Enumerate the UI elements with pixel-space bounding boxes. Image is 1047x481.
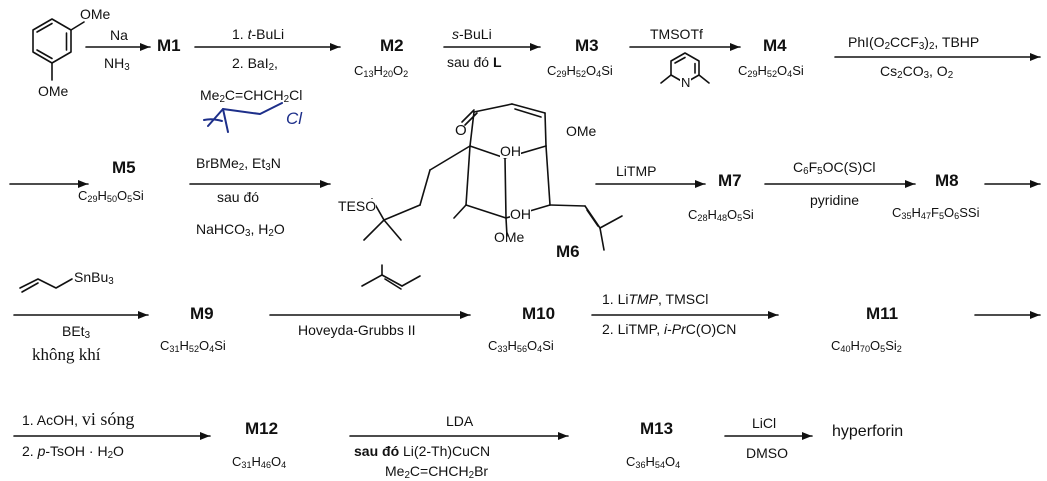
start-ome-bottom: OMe bbox=[38, 83, 69, 99]
step3-reagent-below: sau đó L bbox=[447, 54, 502, 70]
step2-line2: 2. BaI2, bbox=[232, 55, 278, 73]
m2-formula: C13H20O2 bbox=[354, 63, 409, 79]
m5-formula: C29H50O5Si bbox=[78, 188, 144, 204]
step9-note: không khí bbox=[32, 345, 101, 364]
m10-formula: C33H56O4Si bbox=[488, 338, 554, 354]
m7-formula: C28H48O5Si bbox=[688, 207, 754, 223]
m6-teso: TESO bbox=[338, 198, 377, 214]
allyl-group bbox=[19, 278, 73, 289]
handwritten-cl: Cl bbox=[286, 109, 303, 128]
compound-m7: M7 bbox=[718, 171, 742, 190]
step13-reagent-below-2: Me2C=CHCH2Br bbox=[385, 463, 489, 481]
compound-m4: M4 bbox=[763, 36, 787, 55]
compound-m1: M1 bbox=[157, 36, 181, 55]
step14-reagent-below: DMSO bbox=[746, 445, 788, 461]
compound-m2: M2 bbox=[380, 36, 404, 55]
compound-m10: M10 bbox=[522, 304, 556, 323]
m6-oh-top: OH bbox=[500, 143, 521, 159]
m6-oh-bottom: OH bbox=[510, 206, 531, 222]
lutidine-nitrogen: N bbox=[680, 75, 692, 90]
handwritten-prenyl-sketch bbox=[203, 102, 283, 133]
2-methyl-2-butene-structure bbox=[361, 264, 421, 290]
m6-ome-top: OMe bbox=[566, 123, 597, 139]
step8-reagent-above: C6F5OC(S)Cl bbox=[793, 159, 876, 177]
step12-line2: 2. p-TsOH · H2O bbox=[22, 443, 124, 461]
step2-line3: Me2C=CHCH2Cl bbox=[200, 87, 303, 105]
step12-line1: 1. AcOH, vi sóng bbox=[22, 409, 135, 429]
compound-m3: M3 bbox=[575, 36, 599, 55]
start-ome-top: OMe bbox=[80, 6, 111, 22]
compound-m13: M13 bbox=[640, 419, 674, 438]
step5-reagent-above: PhI(O2CCF3)2, TBHP bbox=[848, 34, 980, 52]
step6-line3: NaHCO3, H2O bbox=[196, 221, 285, 239]
m8-formula: C35H47F5O6SSi bbox=[892, 205, 980, 221]
step14-reagent-above: LiCl bbox=[752, 415, 777, 431]
compound-m9: M9 bbox=[190, 304, 214, 323]
step4-reagent-above: TMSOTf bbox=[650, 26, 703, 42]
dimethoxybenzene-structure bbox=[32, 18, 85, 81]
step1-reagent-above: Na bbox=[110, 27, 128, 43]
step9-reagent-below: BEt3 bbox=[62, 323, 91, 341]
step3-reagent-above: s-BuLi bbox=[452, 26, 492, 42]
step8-reagent-below: pyridine bbox=[810, 192, 860, 208]
step9-reagent: SnBu3 bbox=[74, 269, 114, 287]
compound-m6: M6 bbox=[556, 242, 580, 261]
step1-reagent-below: NH3 bbox=[104, 55, 130, 73]
step7-reagent-above: LiTMP bbox=[616, 163, 657, 179]
step13-reagent-above: LDA bbox=[446, 413, 474, 429]
m13-formula: C36H54O4 bbox=[626, 454, 681, 470]
m11-formula: C40H70O5Si2 bbox=[831, 338, 902, 354]
step11-line2: 2. LiTMP, i-PrC(O)CN bbox=[602, 321, 737, 337]
step6-line2: sau đó bbox=[217, 189, 260, 205]
m6-structure bbox=[363, 103, 623, 251]
step11-line1: 1. LiTMP, TMSCl bbox=[602, 291, 709, 307]
m6-ketone-o: O bbox=[455, 122, 467, 139]
m3-formula: C29H52O4Si bbox=[547, 63, 613, 79]
step10-catalyst: Hoveyda-Grubbs II bbox=[298, 322, 416, 338]
m6-ome-bottom: OMe bbox=[494, 229, 525, 245]
m12-formula: C31H46O4 bbox=[232, 454, 287, 470]
step6-line1: BrBMe2, Et3N bbox=[196, 155, 281, 173]
compound-m11: M11 bbox=[866, 304, 899, 323]
compound-m8: M8 bbox=[935, 171, 959, 190]
m9-formula: C31H52O4Si bbox=[160, 338, 226, 354]
step13-reagent-below-1: sau đó Li(2-Th)CuCN bbox=[354, 443, 491, 459]
lutidine-structure bbox=[660, 52, 710, 84]
m4-formula: C29H52O4Si bbox=[738, 63, 804, 79]
compound-m5: M5 bbox=[112, 158, 136, 177]
step2-line1: 1. t-BuLi bbox=[232, 26, 285, 42]
step5-reagent-below: Cs2CO3, O2 bbox=[880, 63, 954, 81]
product-hyperforin: hyperforin bbox=[832, 423, 904, 440]
compound-m12: M12 bbox=[245, 419, 279, 438]
